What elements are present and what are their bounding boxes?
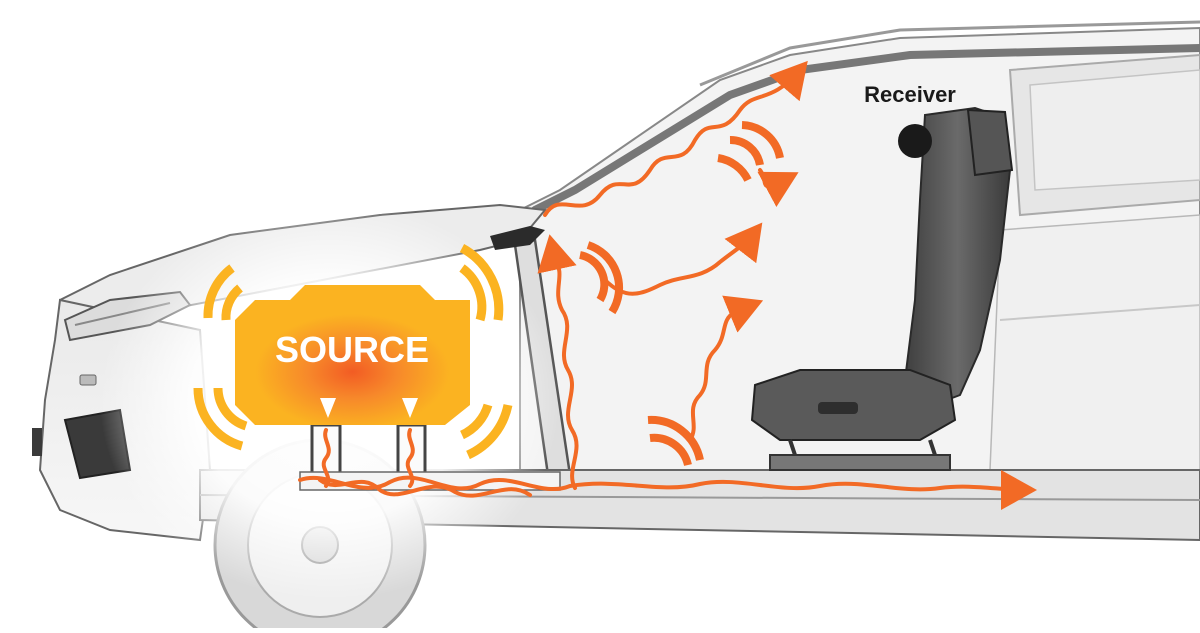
source-radiation-arcs <box>193 244 513 460</box>
interior-wave-2 <box>688 295 764 442</box>
source-label: SOURCE <box>275 329 429 370</box>
source-arrow-left <box>320 398 336 418</box>
interior-wave-1 <box>603 222 763 296</box>
interior-wave-3 <box>757 168 799 207</box>
receiver: Receiver <box>864 82 956 158</box>
tow-hook <box>32 428 42 456</box>
seat-control <box>818 402 858 414</box>
door-crease <box>999 304 1200 321</box>
ear-position-dot-icon <box>898 124 932 158</box>
fog-light <box>79 374 97 386</box>
seat-rail <box>769 454 951 471</box>
source-floor-wave <box>318 478 532 498</box>
headrest <box>966 108 1014 177</box>
source: SOURCE <box>193 244 513 460</box>
roof-rail <box>699 20 1200 87</box>
pillar-wave-path <box>537 234 579 490</box>
seat-legs <box>788 439 937 456</box>
roof-wave-path <box>543 60 808 217</box>
receiver-label: Receiver <box>864 82 956 107</box>
structure-borne-paths <box>298 60 1037 510</box>
source-arrow-right <box>402 398 418 418</box>
engine-block-icon <box>235 285 470 425</box>
sound-wave-arcs-icon <box>579 121 784 467</box>
driver-seat <box>750 106 1014 471</box>
mirror-base <box>490 226 545 250</box>
rear-window-inner <box>1029 69 1200 191</box>
floor-wave-path <box>298 469 1037 510</box>
car-body <box>32 20 1200 633</box>
windshield-frame <box>531 44 1200 214</box>
rear-door <box>989 214 1200 471</box>
